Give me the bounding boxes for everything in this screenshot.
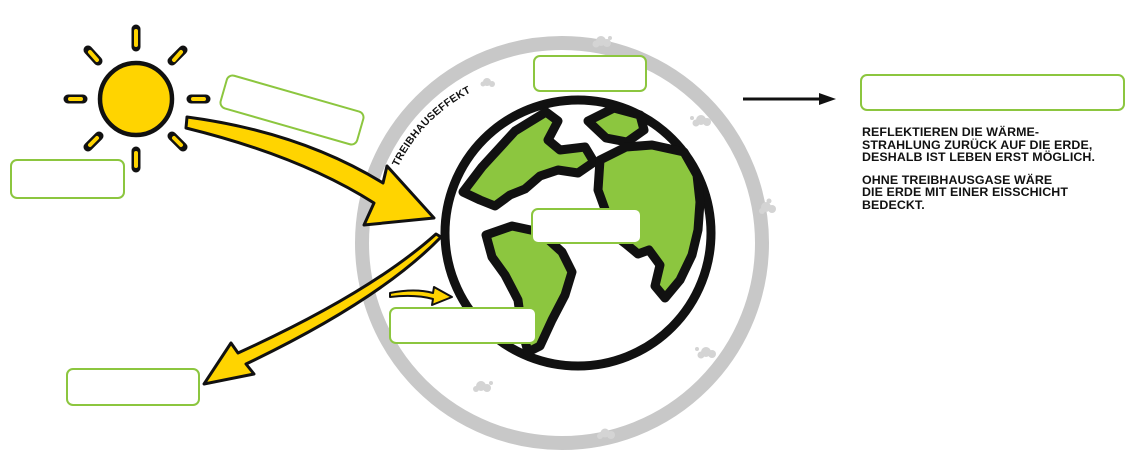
answer-box-bottom[interactable]	[66, 368, 200, 406]
answer-box-center[interactable]	[531, 208, 642, 244]
explanation-paragraph-2: OHNE TREIBHAUSGASE WÄRE DIE ERDE MIT EIN…	[862, 174, 1142, 212]
gas-particle	[695, 347, 716, 359]
gas-particle	[481, 78, 496, 87]
answer-box-low[interactable]	[389, 307, 537, 344]
answer-box-sun[interactable]	[10, 159, 125, 199]
answer-box-greenhouse-gases[interactable]	[860, 74, 1125, 111]
gas-particle	[473, 381, 493, 392]
sun-icon	[68, 29, 206, 168]
explanation-paragraph-1: REFLEKTIEREN DIE WÄRME- STRAHLUNG ZURÜCK…	[862, 126, 1142, 164]
heat-radiation-arrow-icon	[390, 287, 452, 305]
explanation-text: REFLEKTIEREN DIE WÄRME- STRAHLUNG ZURÜCK…	[862, 126, 1142, 221]
pointer-arrow-icon	[743, 93, 836, 105]
gas-particle	[593, 36, 613, 48]
answer-box-top[interactable]	[533, 55, 647, 92]
gas-particle	[690, 115, 711, 127]
